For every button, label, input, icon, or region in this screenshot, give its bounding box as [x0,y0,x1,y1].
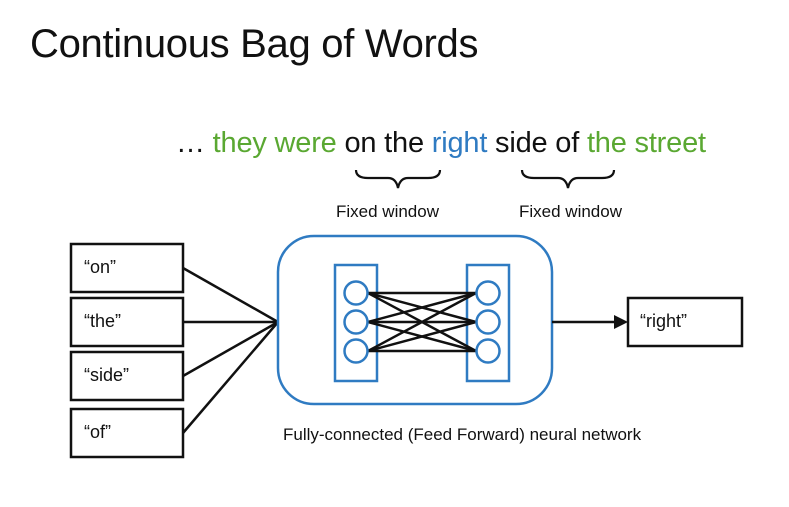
example-sentence: … they were on the right side of the str… [176,127,706,160]
input-word-side: “side” [84,365,130,385]
output-node-2 [475,309,501,335]
output-word-right: “right” [640,311,688,331]
input-word-of: “of” [84,422,111,442]
output-node-1 [475,280,501,306]
fixed-window-label-left: Fixed window [336,202,439,221]
neural-network-frame [276,234,554,406]
input-box-the [69,296,185,348]
input-box-side [69,350,185,402]
input-connections [182,266,279,434]
input-node-3 [343,338,369,364]
sentence-words-side-of: side of [495,127,580,159]
input-word-on: “on” [84,257,117,277]
output-box [626,296,744,348]
output-node-3 [475,338,501,364]
input-word-the: “the” [84,311,122,331]
input-node-2 [343,309,369,335]
sentence-ellipsis: … [176,127,205,159]
input-box-on [69,242,185,294]
sentence-words-the-street: the street [586,127,706,159]
slide-title: Continuous Bag of Words [30,22,479,66]
fixed-window-label-right: Fixed window [519,202,622,221]
sentence-words-they-were: they were [212,127,337,159]
input-node-1 [343,280,369,306]
left-window-brace [354,169,442,189]
sentence-target-word: right [431,127,488,159]
right-window-brace [520,169,616,189]
network-caption: Fully-connected (Feed Forward) neural ne… [283,425,642,444]
output-arrow-head [614,315,628,329]
sentence-words-on-the: on the [344,127,424,159]
input-box-of [69,407,185,459]
layer-connections [367,291,477,353]
